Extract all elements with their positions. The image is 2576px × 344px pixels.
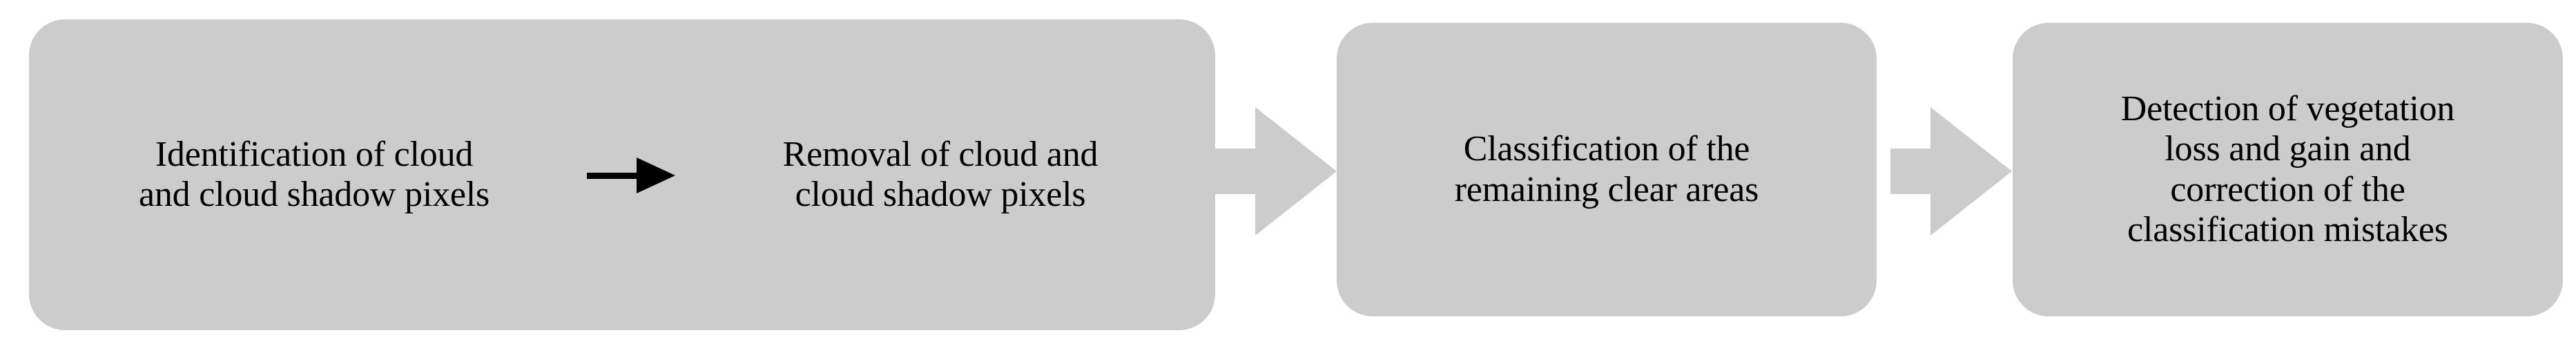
inline-arrow-identification-to-removal [587,154,678,195]
block-arrow-removal-to-classification [1215,107,1337,236]
block-arrow-classification-to-detection [1890,107,2012,236]
node-merged-content: Identification of cloud and cloud shadow… [29,135,1215,215]
detection-node-label: Detection of vegetation loss and gain an… [2120,89,2455,249]
arrow-shaft [587,173,650,179]
detection-of-vegetation-loss-and-gain-node[interactable]: Detection of vegetation loss and gain an… [2013,23,2563,316]
arrow-head-icon [637,157,675,193]
classification-node-label: Classification of the remaining clear ar… [1454,129,1759,209]
stage-removal-label: Removal of cloud and cloud shadow pixels [782,134,1098,214]
stage-identification-label: Identification of cloud and cloud shadow… [138,134,490,214]
identification-and-removal-node[interactable]: Identification of cloud and cloud shadow… [29,19,1215,330]
classification-of-remaining-clear-areas-node[interactable]: Classification of the remaining clear ar… [1337,23,1877,316]
